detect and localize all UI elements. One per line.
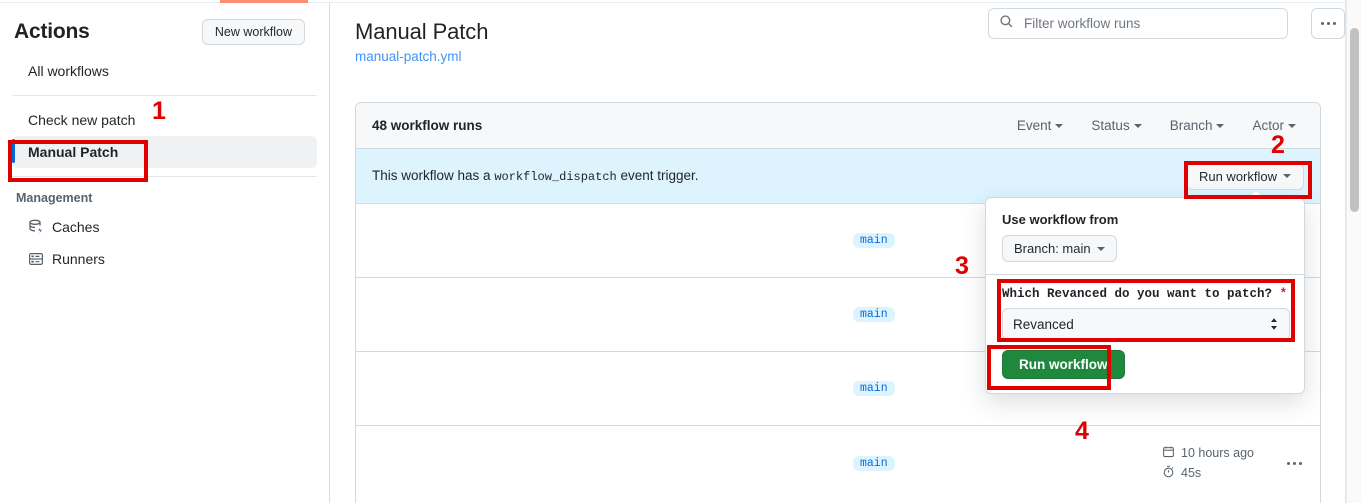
branch-select-label: Branch: main [1014,241,1091,256]
branch-badge: main [853,455,895,471]
revanced-select-value: Revanced [1013,316,1074,332]
sidebar-workflow-list: All workflows [0,55,329,87]
workflow-file-link[interactable]: manual-patch.yml [355,49,462,64]
sidebar-group-management-label: Management [16,191,93,205]
filter-actor[interactable]: Actor [1252,118,1296,133]
dispatch-banner-text: This workflow has a workflow_dispatch ev… [372,168,699,184]
filter-label: Branch [1169,118,1213,133]
run-duration-text: 45s [1181,466,1202,480]
select-updown-icon [1269,317,1279,331]
page-load-progress-bar [220,0,308,3]
kebab-horizontal-icon [1287,461,1290,465]
new-workflow-button[interactable]: New workflow [201,19,305,45]
sidebar-item-manual-patch[interactable]: Manual Patch [12,136,317,168]
sidebar-item-check-new-patch[interactable]: Check new patch [12,104,317,136]
sidebar-item-label: Caches [52,219,100,235]
filter-label: Actor [1252,118,1284,133]
dispatch-event-code: workflow_dispatch [494,170,617,184]
revanced-select[interactable]: Revanced [1002,308,1290,340]
workflow-runs-card: 48 workflow runs Event Status Branch [355,102,1321,503]
sidebar-item-label: All workflows [28,63,109,79]
search-input[interactable] [1022,15,1277,32]
filter-branch[interactable]: Branch [1170,118,1225,133]
run-workflow-button-label: Run workflow [1198,168,1277,184]
sidebar-item-label: Manual Patch [28,144,119,160]
sidebar-divider-1 [12,95,317,96]
sidebar-item-label: Runners [52,251,105,267]
workflow-input-section: Which Revanced do you want to patch? * R… [986,275,1304,348]
search-container [988,8,1288,39]
filter-label: Event [1016,118,1052,133]
filter-status[interactable]: Status [1091,118,1142,133]
table-row[interactable]: main 10 hours ago [356,426,1320,500]
top-divider [0,2,1345,3]
sidebar-item-all-workflows[interactable]: All workflows [12,55,317,87]
workflow-runs-header: 48 workflow runs Event Status Branch [356,103,1320,149]
kebab-horizontal-icon [1320,22,1324,25]
chevron-down-icon [1283,174,1291,178]
run-date-text: 10 hours ago [1181,446,1254,460]
table-row[interactable]: main [356,204,1320,278]
run-workflow-dropdown-button[interactable]: Run workflow [1185,162,1304,190]
chevron-down-icon [1288,123,1296,128]
branch-badge: main [853,381,895,396]
run-duration: 45s [1162,465,1201,481]
submit-run-workflow-button[interactable]: Run workflow [1002,350,1125,379]
page-right-edge [1345,0,1346,503]
calendar-icon [1162,445,1175,461]
use-workflow-from-section: Use workflow from Branch: main [986,198,1304,274]
use-workflow-from-label: Use workflow from [1002,212,1119,227]
page-scrollbar[interactable] [1346,0,1361,503]
workflow-input-label: Which Revanced do you want to patch? * [1002,287,1288,301]
branch-badge: main [853,307,895,322]
table-row[interactable]: main [356,278,1320,352]
dispatch-suffix: event trigger. [620,168,699,183]
chevron-down-icon [1055,123,1064,128]
kebab-horizontal-icon [1326,22,1330,25]
page-kebab-menu-button[interactable] [1311,8,1345,39]
filter-event[interactable]: Event [1017,118,1064,133]
runners-icon [28,251,44,267]
run-meta: 10 hours ago 45s [1162,445,1254,481]
sidebar-management-list: Caches Runners [0,211,329,275]
workflow-runs-count: 48 workflow runs [372,118,483,133]
search-icon [999,14,1014,34]
kebab-horizontal-icon [1332,22,1336,25]
sidebar-title: Actions [14,20,90,43]
panel-divider [986,274,1304,275]
row-kebab-menu-button[interactable] [1287,461,1302,465]
chevron-down-icon [1216,123,1225,128]
kebab-horizontal-icon [1293,461,1296,465]
kebab-horizontal-icon [1299,461,1302,465]
scrollbar-thumb[interactable] [1350,28,1359,212]
sidebar-item-caches[interactable]: Caches [12,211,317,243]
sidebar: Actions New workflow All workflows Check… [0,3,330,503]
chevron-down-icon [1133,123,1142,128]
sidebar-workflows-group: Check new patch Manual Patch [0,104,329,168]
branch-select-button[interactable]: Branch: main [1002,235,1117,262]
workflow-input-label-text: Which Revanced do you want to patch? [1002,287,1273,301]
page-header: Manual Patch manual-patch.yml [331,3,1345,66]
sidebar-item-runners[interactable]: Runners [12,243,317,275]
sidebar-item-label: Check new patch [28,112,136,128]
search-box[interactable] [988,8,1288,39]
filter-label: Status [1091,118,1130,133]
required-asterisk: * [1279,287,1288,301]
chevron-down-icon [1096,246,1105,251]
dispatch-prefix: This workflow has a [372,168,491,183]
workflow-runs-filters: Event Status Branch Actor [1017,118,1304,133]
workflow-panel-footer: Run workflow [986,348,1304,393]
sidebar-header: Actions New workflow [0,3,329,55]
page-title: Manual Patch [355,19,489,44]
cache-icon [28,219,44,235]
run-workflow-panel: Use workflow from Branch: main Which Rev… [985,197,1305,394]
stopwatch-icon [1162,465,1175,481]
run-date: 10 hours ago [1162,445,1254,461]
workflow-dispatch-banner: This workflow has a workflow_dispatch ev… [356,149,1320,204]
sidebar-divider-2 [12,176,317,177]
branch-badge: main [853,233,895,248]
